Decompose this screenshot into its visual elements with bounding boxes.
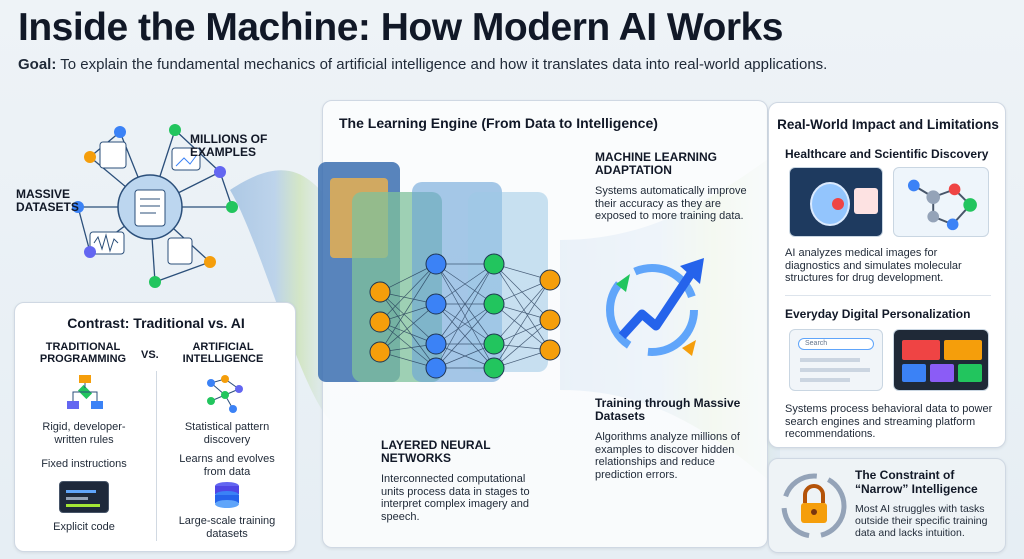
impact-title: Real-World Impact and Limitations xyxy=(777,117,999,132)
ai-item-datasets: Large-scale training datasets xyxy=(178,515,276,540)
nn-connection xyxy=(379,263,437,323)
training-heading: Training through Massive Datasets xyxy=(595,396,741,424)
ai-item-learns: Learns and evolves from data xyxy=(179,453,275,478)
training-text: Algorithms analyze millions of examples … xyxy=(595,431,740,481)
flowchart-icon xyxy=(67,375,103,409)
impact-divider xyxy=(785,295,991,296)
nn-connection xyxy=(435,263,495,345)
nn-node xyxy=(483,357,505,379)
page-title: Inside the Machine: How Modern AI Works xyxy=(18,6,783,49)
nn-connection xyxy=(435,303,495,345)
neural-network-graphic xyxy=(318,162,561,382)
nn-connection xyxy=(493,303,551,351)
impact-panel: Real-World Impact and Limitations Health… xyxy=(768,102,1006,448)
streaming-ui-image xyxy=(893,329,989,391)
nn-connection xyxy=(379,263,437,353)
search-mock-input: Search xyxy=(798,338,874,350)
personal-text: Systems process behavioral data to power… xyxy=(785,403,993,441)
constraint-text: Most AI struggles with tasks outside the… xyxy=(855,503,988,540)
personal-heading: Everyday Digital Personalization xyxy=(785,307,971,321)
nn-node xyxy=(425,333,447,355)
nn-connection xyxy=(379,291,437,345)
nn-connection xyxy=(493,263,551,351)
nn-node xyxy=(539,269,561,291)
learning-cycle-icon xyxy=(606,258,704,356)
constraint-heading: The Constraint of “Narrow” Intelligence xyxy=(855,468,978,496)
nn-connection xyxy=(493,319,551,369)
nn-node xyxy=(369,341,391,363)
trad-item-rules: Rigid, developer-written rules xyxy=(42,421,126,446)
lock-icon xyxy=(781,473,847,539)
nn-node xyxy=(539,339,561,361)
ai-item-pattern: Statistical pattern discovery xyxy=(184,421,270,446)
nn-node xyxy=(483,333,505,355)
trad-item-code: Explicit code xyxy=(53,521,115,533)
neural-net-icon xyxy=(207,375,243,413)
search-ui-image: Search xyxy=(789,329,883,391)
nn-connection xyxy=(435,263,495,305)
nn-node xyxy=(483,253,505,275)
nn-node xyxy=(425,357,447,379)
dataset-network-graphic xyxy=(72,124,238,288)
layered-networks-text: Interconnected computational units proce… xyxy=(381,473,530,523)
ml-adaptation-heading: MACHINE LEARNING ADAPTATION xyxy=(595,150,717,178)
contrast-title: Contrast: Traditional vs. AI xyxy=(67,315,245,331)
millions-examples-label: MILLIONS OF EXAMPLES xyxy=(190,132,268,160)
molecule-image xyxy=(893,167,989,237)
nn-connection xyxy=(435,303,495,369)
nn-node xyxy=(539,309,561,331)
ai-heading: ARTIFICIAL INTELLIGENCE xyxy=(182,341,264,366)
layered-networks-heading: LAYERED NEURAL NETWORKS xyxy=(381,438,491,466)
vs-label: VS. xyxy=(141,349,159,361)
constraint-panel: The Constraint of “Narrow” Intelligence … xyxy=(768,458,1006,553)
engine-title: The Learning Engine (From Data to Intell… xyxy=(339,115,658,131)
massive-datasets-label: MASSIVE DATASETS xyxy=(16,187,79,215)
trad-item-fixed: Fixed instructions xyxy=(41,458,127,470)
brain-scan-image xyxy=(789,167,883,237)
contrast-divider xyxy=(156,371,157,541)
ml-adaptation-text: Systems automatically improve their accu… xyxy=(595,185,747,223)
nn-connection xyxy=(379,321,437,369)
nn-connection xyxy=(493,279,551,369)
nn-node xyxy=(369,281,391,303)
nn-node xyxy=(425,253,447,275)
code-window-icon xyxy=(59,481,109,513)
goal-line: Goal: To explain the fundamental mechani… xyxy=(18,56,827,73)
nn-connection xyxy=(379,291,437,369)
nn-node xyxy=(369,311,391,333)
traditional-heading: TRADITIONAL PROGRAMMING xyxy=(39,341,127,366)
nn-node xyxy=(425,293,447,315)
nn-connection xyxy=(493,279,551,345)
database-icon xyxy=(215,482,239,508)
contrast-panel: Contrast: Traditional vs. AI TRADITIONAL… xyxy=(14,302,296,552)
health-heading: Healthcare and Scientific Discovery xyxy=(785,147,989,161)
goal-text: To explain the fundamental mechanics of … xyxy=(60,56,828,73)
nn-connection xyxy=(379,303,437,353)
nn-node xyxy=(483,293,505,315)
goal-label: Goal: xyxy=(18,56,57,73)
nn-connection xyxy=(435,263,495,369)
health-text: AI analyzes medical images for diagnosti… xyxy=(785,247,962,285)
